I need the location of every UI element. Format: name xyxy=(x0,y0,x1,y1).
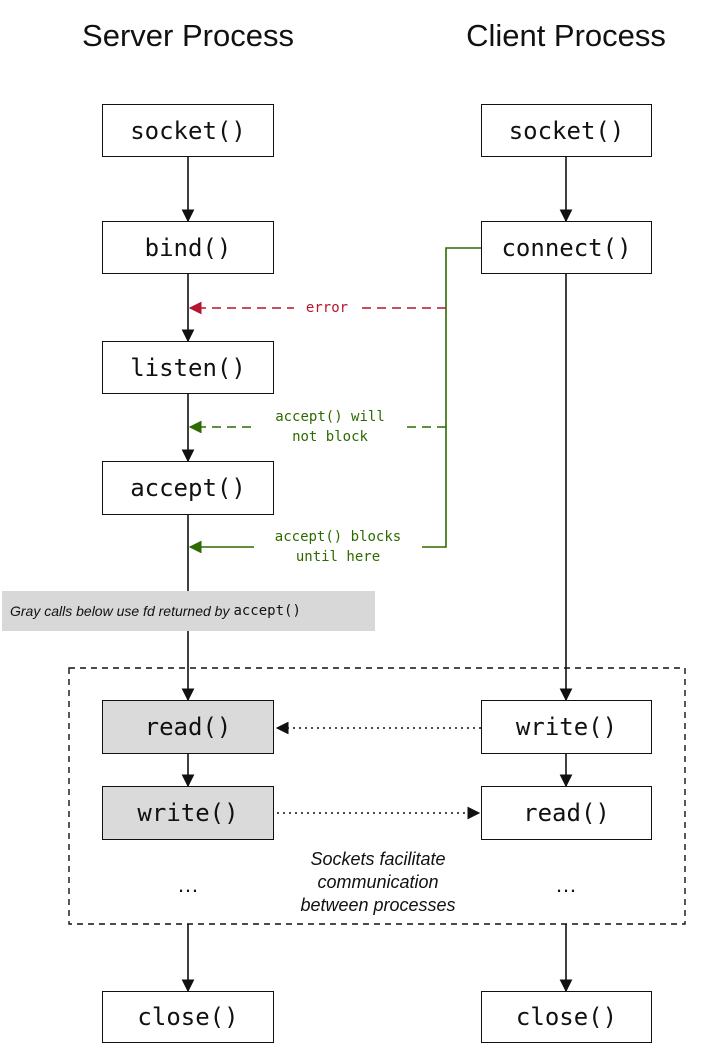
communication-frame xyxy=(68,667,686,925)
blocks-line2: until here xyxy=(295,549,381,565)
blocks-until-here-label: accept() blocks until here xyxy=(254,527,422,567)
client-ellipsis: … xyxy=(555,872,577,897)
server-ellipsis: … xyxy=(177,872,199,897)
caption-line1: Sockets facilitate xyxy=(310,849,446,869)
client-write-box: write() xyxy=(481,700,652,754)
client-read-box: read() xyxy=(481,786,652,840)
sockets-caption: Sockets facilitate communication between… xyxy=(268,848,488,917)
will-not-block-label: accept() will not block xyxy=(254,407,406,447)
server-read-box: read() xyxy=(102,700,274,754)
server-title: Server Process xyxy=(82,18,294,53)
note-code: accept() xyxy=(233,603,301,619)
error-label: error xyxy=(294,298,360,318)
connect-bracket xyxy=(422,247,481,548)
server-accept-box: accept() xyxy=(102,461,274,515)
note-text: Gray calls below use fd returned by xyxy=(10,603,230,619)
client-connect-box: connect() xyxy=(481,221,652,274)
caption-line2: communication xyxy=(317,872,439,892)
client-socket-box: socket() xyxy=(481,104,652,157)
server-write-box: write() xyxy=(102,786,274,840)
caption-line3: between processes xyxy=(300,895,456,915)
server-listen-box: listen() xyxy=(102,341,274,394)
server-bind-box: bind() xyxy=(102,221,274,274)
client-close-box: close() xyxy=(481,991,652,1043)
server-socket-box: socket() xyxy=(102,104,274,157)
blocks-line1: accept() blocks xyxy=(274,529,402,545)
will-not-block-line2: not block xyxy=(292,429,368,445)
will-not-block-line1: accept() will xyxy=(275,409,385,425)
accept-fd-note: Gray calls below use fd returned by acce… xyxy=(2,591,375,631)
server-close-box: close() xyxy=(102,991,274,1043)
client-title: Client Process xyxy=(466,18,666,53)
